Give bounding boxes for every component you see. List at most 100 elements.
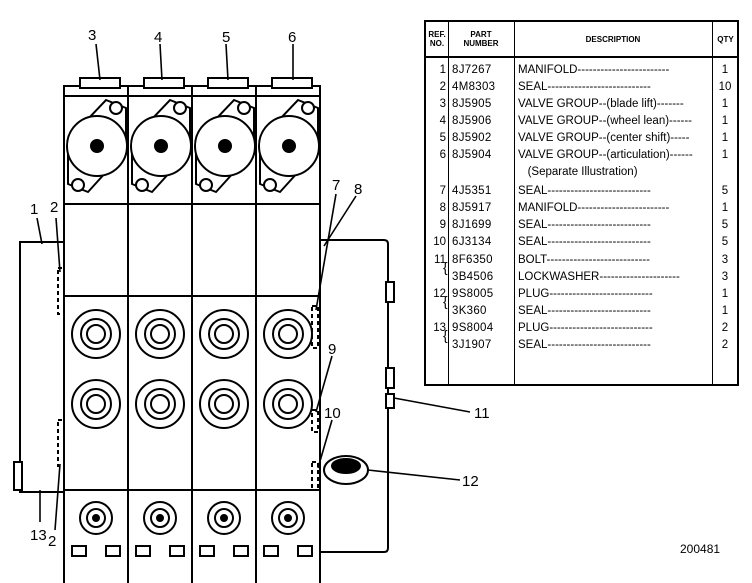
description-cell: BOLT---------------------------: [518, 254, 650, 266]
part-number-cell: 8J5905: [452, 98, 492, 110]
header-part-number: PART NUMBER: [463, 30, 499, 48]
description-cell: LOCKWASHER---------------------: [518, 271, 680, 283]
ref-cell: 11: [434, 254, 446, 266]
ref-cell: 3: [439, 98, 446, 110]
qty-cell: 1: [721, 288, 729, 300]
part-number-cell: 8J5902: [452, 132, 492, 144]
description-cell: SEAL---------------------------: [518, 236, 651, 248]
part-number-cell: 3B4506: [452, 271, 494, 283]
table-row: 12 9S8005 PLUG--------------------------- 1: [426, 286, 737, 303]
callout-3: 3: [88, 27, 96, 44]
table-header: REF. NO. PART NUMBER DESCRIPTION QTY: [426, 22, 737, 58]
qty-cell: 1: [721, 132, 729, 144]
callout-12: 12: [462, 473, 479, 490]
qty-cell: 1: [721, 64, 729, 76]
qty-cell: 1: [721, 149, 729, 161]
bottom-nuts: [71, 545, 313, 557]
part-number-cell: 4J5351: [452, 185, 492, 197]
port-row-upper: [71, 309, 313, 359]
description-cell: SEAL---------------------------: [518, 185, 651, 197]
qty-cell: 1: [721, 98, 729, 110]
bracket-12: {: [443, 293, 448, 309]
part-number-cell: 8F6350: [452, 254, 493, 266]
spool-end-caps: [79, 501, 305, 535]
table-row: (Separate Illustration): [426, 164, 737, 181]
parts-list-table: REF. NO. PART NUMBER DESCRIPTION QTY 1 8J…: [424, 20, 739, 386]
right-manifold: [315, 239, 389, 553]
description-cell: PLUG---------------------------: [518, 288, 653, 300]
qty-cell: 3: [721, 254, 729, 266]
solenoid-cover-4: [130, 98, 192, 194]
callout-7: 7: [332, 177, 340, 194]
header-ref-no: REF. NO.: [428, 30, 446, 48]
callout-8: 8: [354, 181, 362, 198]
port-row-lower: [71, 379, 313, 429]
callout-1: 1: [30, 201, 38, 218]
solenoid-cover-5: [194, 98, 256, 194]
qty-cell: 5: [721, 219, 729, 231]
callout-2-upper: 2: [50, 199, 58, 216]
figure-number: 200481: [680, 542, 720, 556]
table-row: 9 8J1699 SEAL--------------------------- 5: [426, 217, 737, 234]
ref-cell: 9: [439, 219, 446, 231]
table-row: 3B4506 LOCKWASHER--------------------- 3: [426, 269, 737, 286]
description-cell: (Separate Illustration): [518, 166, 638, 178]
description-cell: MANIFOLD------------------------: [518, 202, 670, 214]
ref-cell: 6: [439, 149, 446, 161]
description-cell: VALVE GROUP--(center shift)-----: [518, 132, 690, 144]
part-number-cell: 3J1907: [452, 339, 492, 351]
part-number-cell: 6J3134: [452, 236, 492, 248]
description-cell: MANIFOLD------------------------: [518, 64, 670, 76]
description-cell: VALVE GROUP--(wheel lean)------: [518, 115, 693, 127]
callout-5: 5: [222, 29, 230, 46]
part-number-cell: 9S8005: [452, 288, 494, 300]
bracket-11: {: [443, 259, 448, 275]
callout-11: 11: [474, 405, 490, 422]
qty-cell: 1: [721, 305, 729, 317]
qty-cell: 1: [721, 202, 729, 214]
table-row: 8 8J5917 MANIFOLD------------------------ 1: [426, 200, 737, 217]
callout-6: 6: [288, 29, 296, 46]
left-manifold: [19, 241, 69, 493]
part-number-cell: 8J1699: [452, 219, 492, 231]
ref-cell: 1: [439, 64, 446, 76]
part-number-cell: 8J5906: [452, 115, 492, 127]
seal-7: [311, 305, 319, 349]
qty-cell: 5: [721, 185, 729, 197]
solenoid-cover-6: [258, 98, 320, 194]
ref-cell: 13: [433, 322, 446, 334]
qty-cell: 2: [721, 322, 729, 334]
ref-cell: 4: [439, 115, 446, 127]
solenoid-cover-3: [66, 98, 128, 194]
ref-cell: 12: [433, 288, 446, 300]
part-number-cell: 8J5917: [452, 202, 492, 214]
qty-cell: 5: [721, 236, 729, 248]
qty-cell: 1: [721, 115, 729, 127]
callout-9: 9: [328, 341, 336, 358]
bracket-13: {: [443, 327, 448, 343]
description-cell: SEAL---------------------------: [518, 81, 651, 93]
ref-cell: 8: [439, 202, 446, 214]
ref-cell: 2: [439, 81, 446, 93]
ref-cell: 10: [433, 236, 446, 248]
part-number-cell: 4M8303: [452, 81, 496, 93]
part-number-cell: 3K360: [452, 305, 487, 317]
callout-2-lower: 2: [48, 533, 56, 550]
seal-10: [311, 461, 319, 491]
seal-2-upper: [57, 267, 65, 315]
header-qty: QTY: [717, 34, 734, 44]
qty-cell: 3: [721, 271, 729, 283]
callout-4: 4: [154, 29, 162, 46]
part-number-cell: 9S8004: [452, 322, 494, 334]
description-cell: SEAL---------------------------: [518, 219, 651, 231]
